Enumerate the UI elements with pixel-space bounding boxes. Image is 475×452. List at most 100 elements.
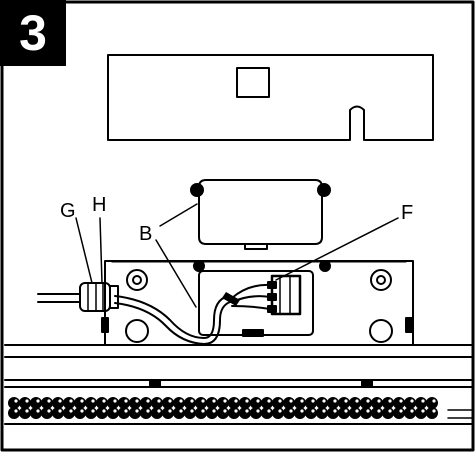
coil-highlight (322, 399, 326, 403)
coil-highlight (157, 399, 161, 403)
label-g: G (60, 200, 76, 222)
coil-highlight (223, 399, 227, 403)
coil-highlight (113, 409, 117, 413)
coil-highlight (201, 409, 205, 413)
coil-bead (140, 407, 152, 419)
coil-highlight (355, 409, 359, 413)
coil-bead (118, 407, 130, 419)
coil-highlight (300, 399, 304, 403)
coil-highlight (58, 409, 62, 413)
internal-wires (231, 283, 271, 310)
coil-highlight (25, 409, 29, 413)
coil-highlight (432, 399, 436, 403)
coil-highlight (388, 409, 392, 413)
coil-bead (305, 407, 317, 419)
coil-highlight (333, 409, 337, 413)
coil-highlight (289, 409, 293, 413)
coil-highlight (245, 399, 249, 403)
coil-bead (96, 407, 108, 419)
coil-highlight (157, 409, 161, 413)
coil-bead (217, 407, 229, 419)
coil-bead (30, 407, 42, 419)
step-number-badge: 3 (0, 0, 66, 66)
coil-bead (294, 407, 306, 419)
strain-relief (79, 282, 119, 312)
coil-highlight (256, 399, 260, 403)
coil-highlight (190, 399, 194, 403)
heating-element (8, 397, 438, 419)
coil-highlight (14, 409, 18, 413)
coil-highlight (58, 399, 62, 403)
coil-highlight (146, 409, 150, 413)
coil-bead (151, 407, 163, 419)
coil-bead (426, 407, 438, 419)
junction-box (193, 260, 331, 337)
coil-highlight (212, 399, 216, 403)
coil-highlight (91, 399, 95, 403)
coil-highlight (366, 399, 370, 403)
coil-bead (206, 407, 218, 419)
terminal-block (267, 274, 302, 316)
coil-bead (272, 407, 284, 419)
coil-bead (404, 407, 416, 419)
cover-plate (107, 54, 434, 141)
coil-highlight (377, 399, 381, 403)
coil-bead (74, 407, 86, 419)
coil-highlight (113, 399, 117, 403)
coil-highlight (201, 399, 205, 403)
coil-bead (184, 407, 196, 419)
coil-bead (8, 407, 20, 419)
coil-highlight (278, 399, 282, 403)
coil-highlight (124, 409, 128, 413)
coil-highlight (399, 399, 403, 403)
coil-highlight (190, 409, 194, 413)
coil-highlight (135, 399, 139, 403)
coil-highlight (14, 399, 18, 403)
coil-highlight (102, 409, 106, 413)
coil-bead (195, 407, 207, 419)
coil-highlight (91, 409, 95, 413)
coil-bead (85, 407, 97, 419)
coil-bead (63, 407, 75, 419)
coil-highlight (135, 409, 139, 413)
coil-bead (338, 407, 350, 419)
bottom-rails (4, 409, 474, 425)
coil-highlight (36, 409, 40, 413)
coil-highlight (69, 409, 73, 413)
coil-highlight (80, 399, 84, 403)
coil-bead (283, 407, 295, 419)
coil-highlight (410, 409, 414, 413)
coil-highlight (69, 399, 73, 403)
power-cord (37, 293, 81, 303)
coil-highlight (366, 409, 370, 413)
leader-lines (75, 203, 399, 308)
coil-bead (41, 407, 53, 419)
coil-highlight (344, 409, 348, 413)
coil-highlight (36, 399, 40, 403)
coil-highlight (355, 399, 359, 403)
coil-highlight (421, 409, 425, 413)
coil-highlight (47, 409, 51, 413)
label-b: B (139, 223, 153, 245)
coil-highlight (333, 399, 337, 403)
coil-bead (162, 407, 174, 419)
coil-bead (250, 407, 262, 419)
coil-highlight (168, 409, 172, 413)
coil-highlight (234, 409, 238, 413)
coil-highlight (388, 399, 392, 403)
coil-highlight (377, 409, 381, 413)
label-h: H (92, 194, 107, 216)
base-rails (4, 344, 474, 388)
coil-highlight (179, 399, 183, 403)
coil-highlight (289, 399, 293, 403)
coil-highlight (421, 399, 425, 403)
coil-highlight (47, 399, 51, 403)
coil-bead (316, 407, 328, 419)
coil-bead (239, 407, 251, 419)
coil-bead (129, 407, 141, 419)
coil-highlight (223, 409, 227, 413)
coil-bead (349, 407, 361, 419)
coil-highlight (212, 409, 216, 413)
coil-highlight (146, 399, 150, 403)
